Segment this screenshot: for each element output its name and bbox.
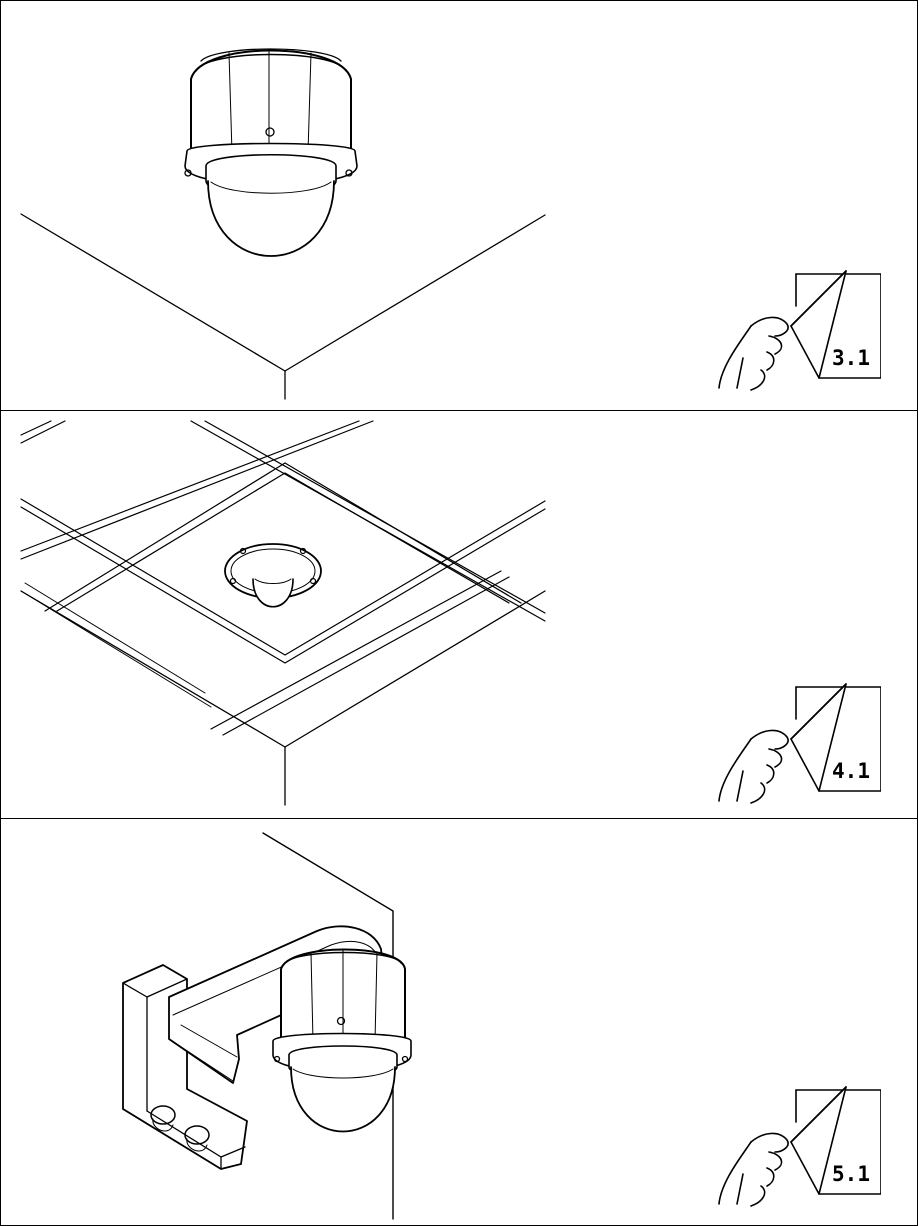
wall-junction-box (122, 964, 248, 1170)
panel-wall-bracket-mount: 5.1 (0, 819, 918, 1226)
reference-number: 4.1 (832, 759, 870, 783)
reference-number: 3.1 (832, 346, 870, 370)
panel-ceiling-pendant-mount: 3.1 (0, 0, 918, 411)
page-reference-3-1[interactable]: 3.1 (711, 266, 881, 396)
hand-turning-page-icon (718, 1086, 881, 1207)
pendant-camera-illustration (20, 48, 546, 400)
pendant-dome-camera (184, 48, 358, 257)
reference-number: 5.1 (832, 1162, 870, 1186)
pendant-dome-camera (272, 948, 412, 1133)
wall-bracket-camera-illustration (122, 832, 412, 1220)
hand-turning-page-icon (718, 270, 881, 391)
wall-corner-lines (262, 832, 394, 968)
page-reference-4-1[interactable]: 4.1 (711, 679, 881, 809)
page-reference-5-1[interactable]: 5.1 (711, 1082, 881, 1212)
drop-ceiling-camera-illustration (20, 420, 546, 806)
recessed-dome-camera (224, 543, 322, 608)
hand-turning-page-icon (718, 683, 881, 804)
panel-drop-ceiling-mount: 4.1 (0, 411, 918, 819)
ceiling-grid (20, 420, 546, 806)
